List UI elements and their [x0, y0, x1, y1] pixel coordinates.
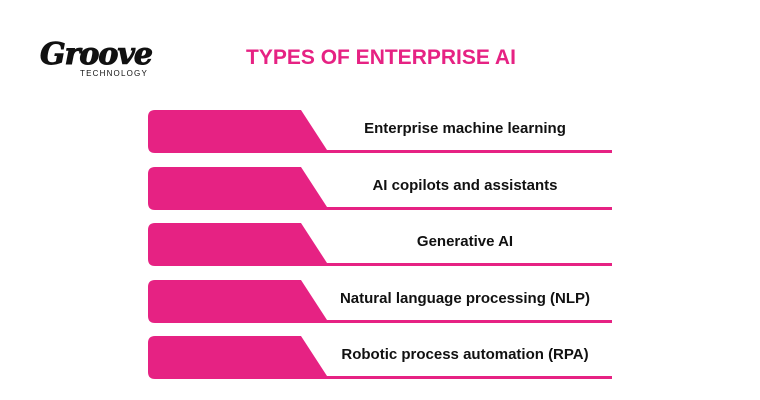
list-item-label: Enterprise machine learning — [364, 120, 566, 137]
list-item: AI copilots and assistants — [148, 166, 612, 210]
item-tab-shape — [148, 336, 612, 379]
list-item: Robotic process automation (RPA) — [148, 336, 612, 379]
list-item: Natural language processing (NLP) — [148, 279, 612, 323]
item-tab-shape — [148, 223, 612, 266]
ai-types-list: Enterprise machine learning AI copilots … — [148, 110, 612, 393]
page-title: TYPES OF ENTERPRISE AI — [246, 46, 516, 69]
list-item: Enterprise machine learning — [148, 110, 612, 153]
logo-tagline: TECHNOLOGY — [80, 69, 149, 78]
groove-technology-logo: Groove TECHNOLOGY — [40, 37, 154, 82]
item-tab-shape — [148, 110, 612, 153]
item-tab-shape — [148, 166, 612, 210]
list-item-label: AI copilots and assistants — [372, 176, 558, 194]
list-item: Generative AI — [148, 223, 612, 266]
list-item-label: Generative AI — [416, 233, 514, 250]
logo-wordmark: Groove — [40, 37, 154, 72]
list-item-label: Robotic process automation (RPA) — [341, 346, 589, 363]
list-item-label: Natural language processing (NLP) — [339, 289, 591, 307]
item-tab-shape — [148, 279, 612, 323]
